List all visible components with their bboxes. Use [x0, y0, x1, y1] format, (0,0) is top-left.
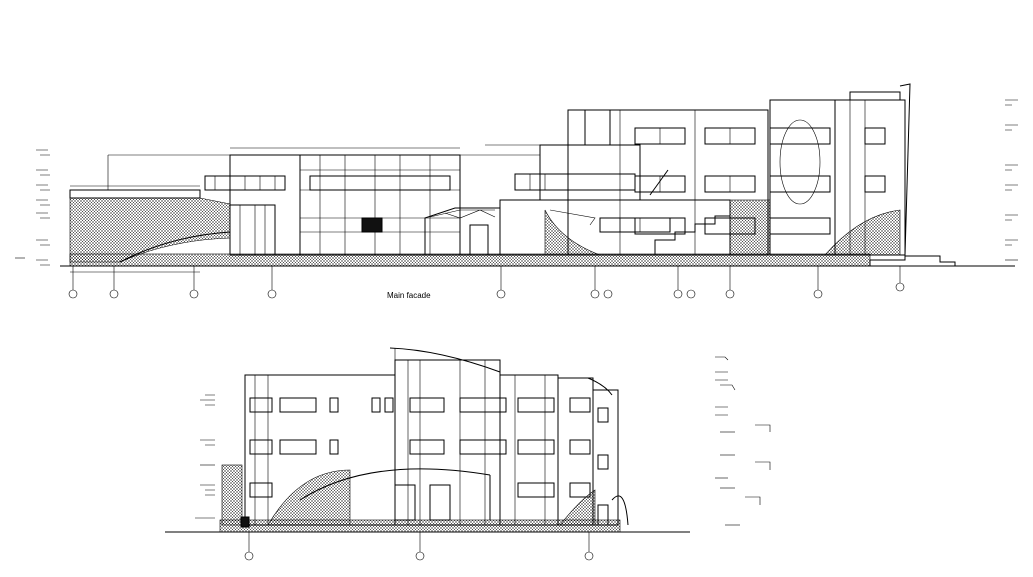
main-facade-elevation: Main facade [15, 83, 1018, 300]
axis-marker-A [244, 551, 254, 561]
side-mullions [254, 360, 546, 525]
axis-marker-3 [189, 289, 199, 299]
axis-marker-5 [496, 289, 506, 299]
axis-marker-C [584, 551, 594, 561]
axis-marker-9 [895, 282, 905, 292]
axis-marker-7b [686, 289, 696, 299]
main-facade-caption: Main facade [387, 291, 431, 300]
axis-marker-1 [68, 289, 78, 299]
axis-marker-B [415, 551, 425, 561]
axis-marker-4 [267, 289, 277, 299]
axis-marker-7 [673, 289, 683, 299]
axis-marker-8 [725, 289, 735, 299]
main-axis-markers [68, 266, 905, 299]
right-block-windows [619, 110, 756, 255]
left-block-windows [204, 175, 286, 256]
side-left-level-markers [195, 394, 215, 519]
side-window-rows [249, 397, 609, 498]
side-facade-elevation [165, 347, 771, 561]
axis-marker-8b [813, 289, 823, 299]
side-axis-markers [244, 532, 594, 561]
central-block-grid [300, 155, 460, 255]
axis-marker-2 [109, 289, 119, 299]
right-level-markers [1005, 99, 1018, 261]
side-right-level-markers [715, 356, 771, 526]
axis-marker-6b [603, 289, 613, 299]
left-level-markers [15, 149, 50, 266]
axis-marker-6 [590, 289, 600, 299]
